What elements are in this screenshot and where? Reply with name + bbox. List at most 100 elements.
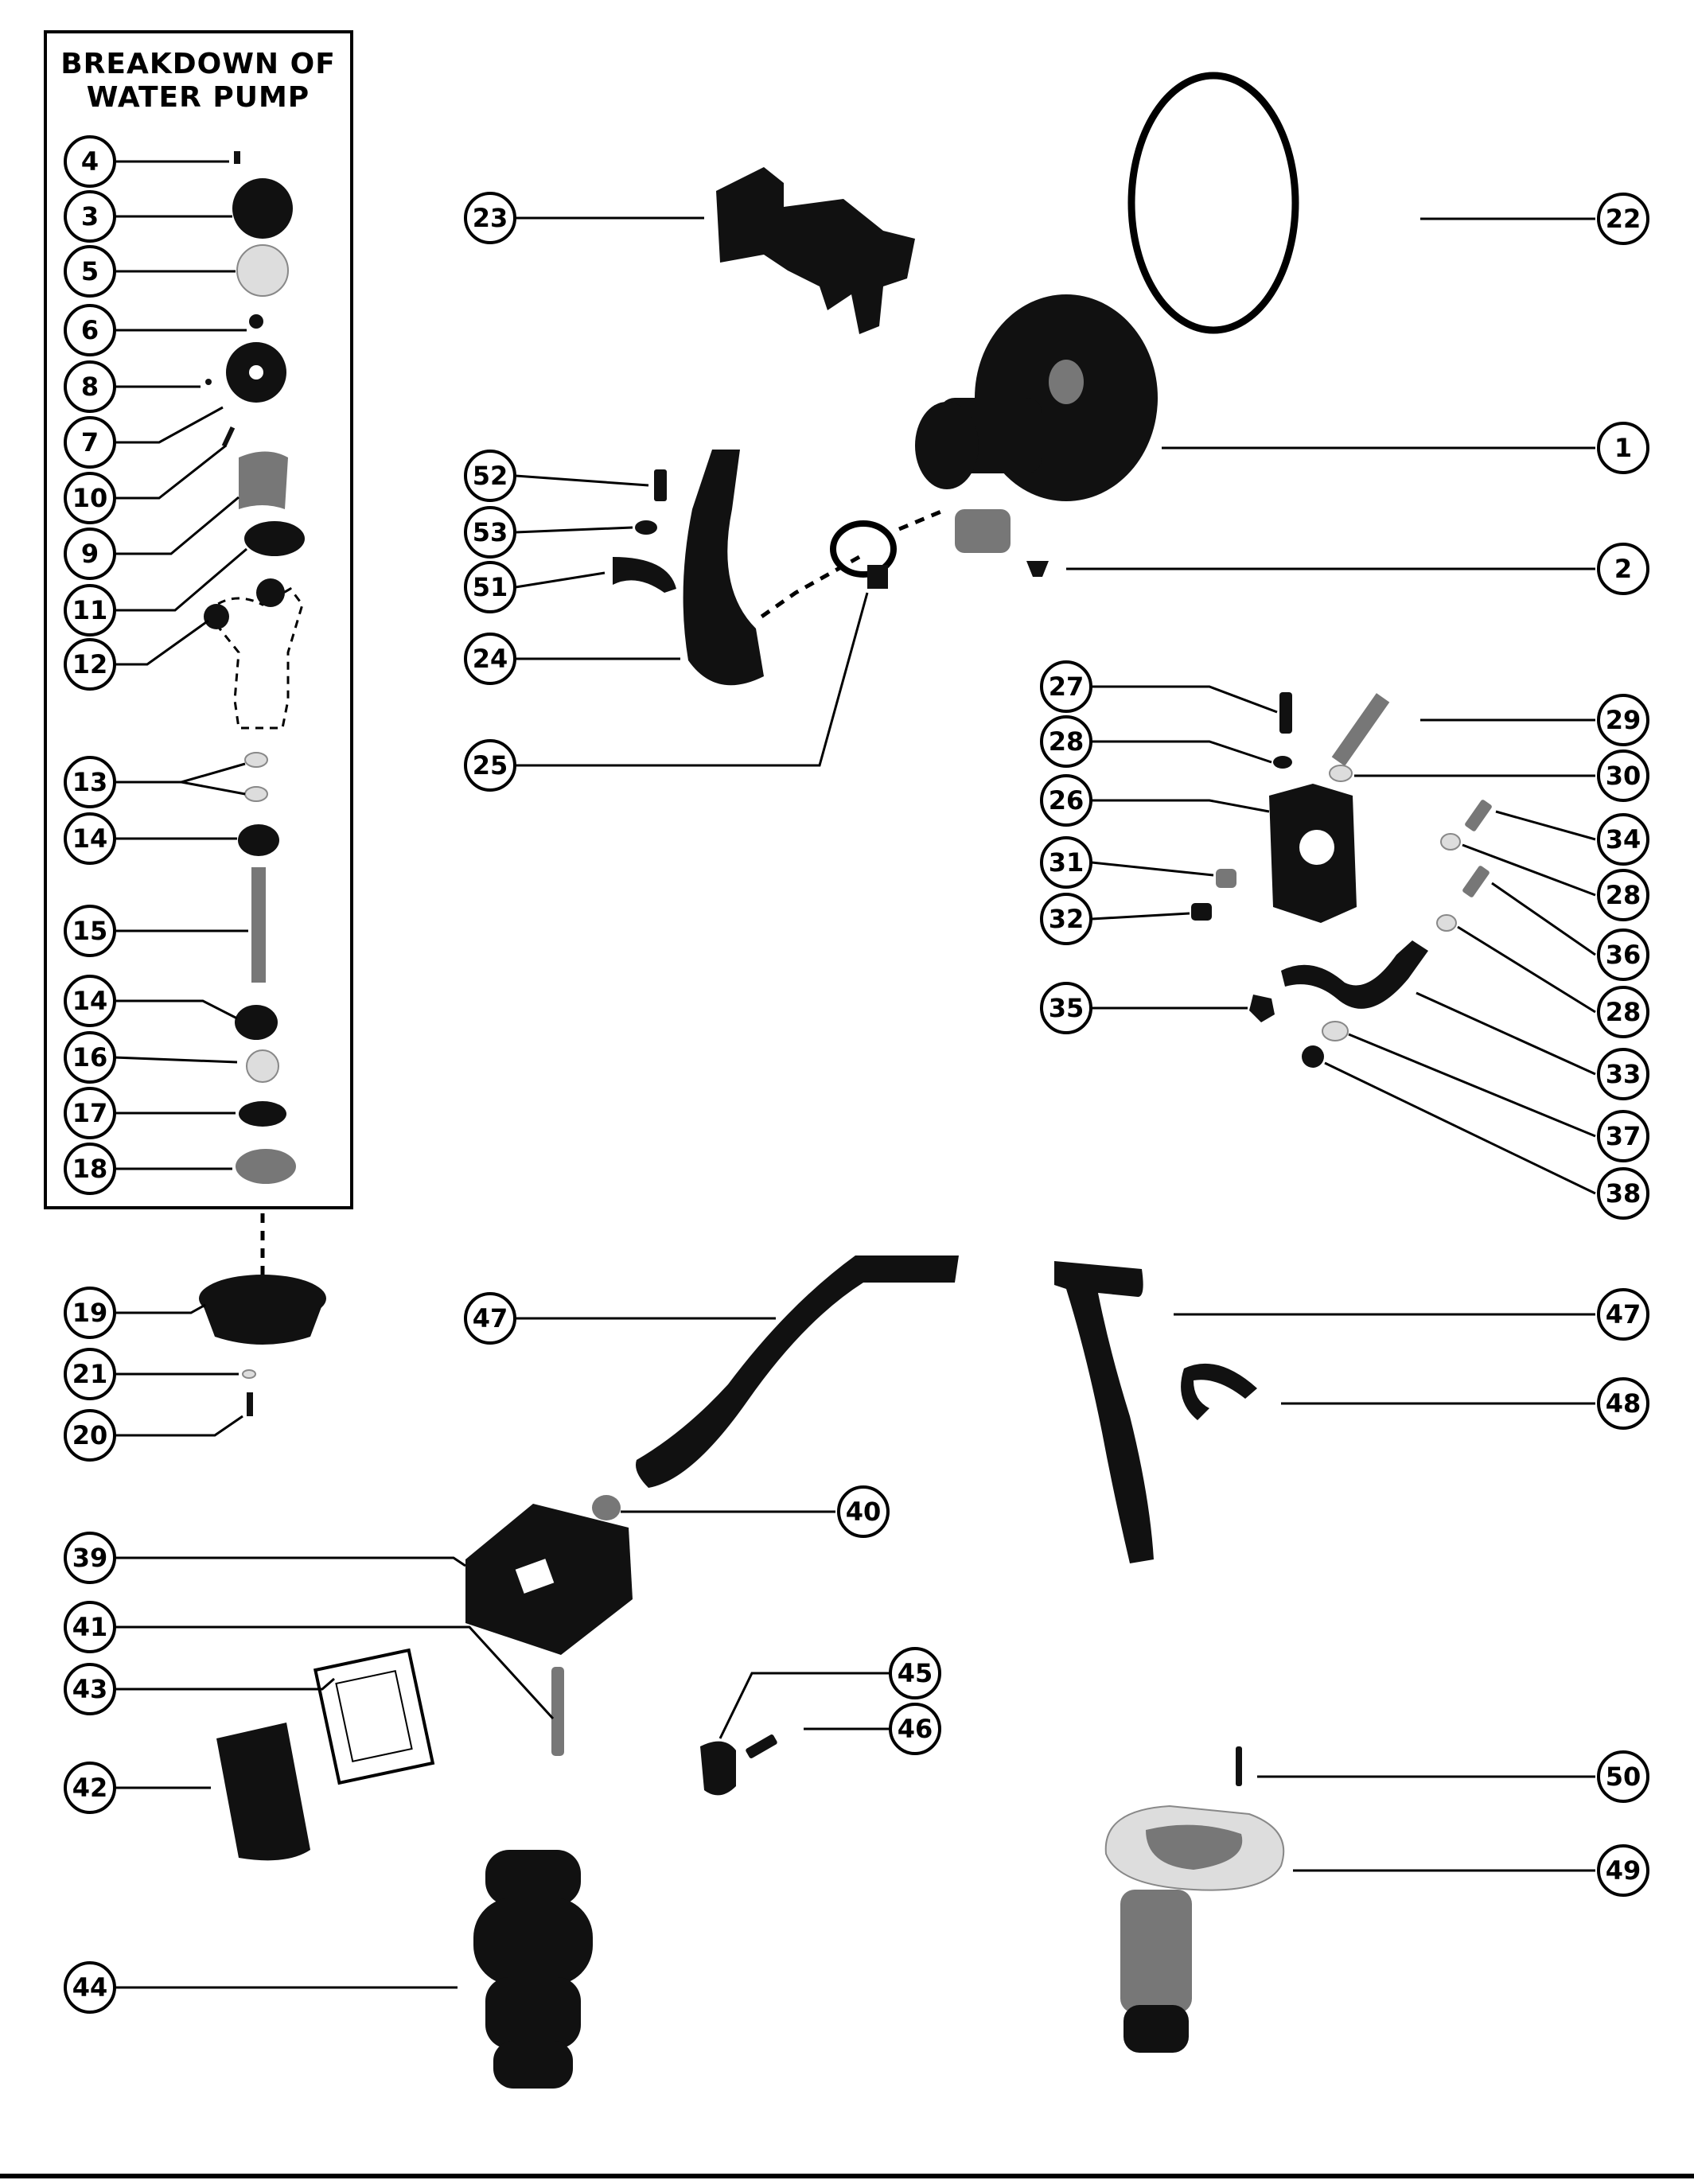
callout-33: 33: [1597, 1048, 1649, 1100]
callout-circle: [64, 1348, 116, 1400]
callout-label: 6: [81, 315, 99, 345]
leader-9: [114, 496, 239, 555]
callout-label: 44: [72, 1972, 108, 2003]
part-13-washer-lower: [244, 786, 268, 802]
part-18-plate: [236, 1149, 296, 1184]
part-46-screw: [746, 1734, 777, 1758]
leader-28b: [1462, 843, 1596, 897]
callout-circle: [64, 1532, 116, 1584]
callout-38: 38: [1597, 1167, 1649, 1220]
callout-label: 39: [72, 1543, 108, 1573]
part-11-plate: [244, 521, 305, 556]
callout-circle: [1040, 982, 1092, 1034]
leader-14b: [114, 999, 238, 1020]
callout-circle: [1040, 660, 1092, 713]
leader-37: [1348, 1033, 1596, 1138]
callout-24: 24: [464, 633, 516, 685]
callout-label: 22: [1606, 204, 1641, 234]
part-8-impeller: [226, 342, 286, 403]
callout-18: 18: [64, 1143, 116, 1195]
callout-16: 16: [64, 1031, 116, 1084]
part-50-screw: [1236, 1746, 1242, 1786]
callout-circle: [1597, 1750, 1649, 1803]
callout-label: 43: [72, 1674, 108, 1704]
part-27-screw: [1279, 692, 1292, 734]
part-43-gasket: [313, 1648, 435, 1785]
callout-label: 25: [473, 750, 508, 781]
callout-circle: [64, 304, 116, 356]
callout-1: 1: [1597, 422, 1649, 474]
callout-9: 9: [64, 528, 116, 580]
callout-25: 25: [464, 739, 516, 792]
callout-49: 49: [1597, 1844, 1649, 1897]
leader-27: [1092, 685, 1278, 714]
callout-circle: [1597, 813, 1649, 866]
part-3-cover: [232, 178, 293, 239]
callout-circle: [64, 190, 116, 243]
part-28-washer-c: [1436, 914, 1457, 932]
part-26-hole: [1299, 830, 1334, 865]
part-19-pump-base: [199, 1275, 326, 1345]
callout-30: 30: [1597, 749, 1649, 802]
callout-label: 23: [473, 203, 508, 233]
part-31-fitting: [1216, 869, 1236, 888]
callout-circle: [1597, 1110, 1649, 1162]
callout-circle: [837, 1485, 890, 1538]
part-1-water-pump: [915, 294, 1158, 553]
callout-circle: [64, 1762, 116, 1814]
callout-circle: [464, 506, 516, 559]
callout-circle: [1597, 869, 1649, 921]
leader-45: [718, 1672, 890, 1739]
part-41-pin: [551, 1667, 564, 1756]
part-23-bracket: [716, 167, 915, 334]
callout-circle: [464, 633, 516, 685]
callout-circle: [64, 975, 116, 1027]
part-44-bellows: [473, 1850, 593, 2089]
part-14-bearing-lower: [235, 1005, 278, 1040]
leader-38: [1324, 1061, 1596, 1195]
part-10-screw: [221, 426, 236, 448]
part-38-nut: [1302, 1045, 1324, 1068]
callout-circle: [889, 1703, 941, 1755]
callout-42: 42: [64, 1762, 116, 1814]
callout-circle: [64, 1663, 116, 1715]
callout-circle: [464, 561, 516, 613]
callout-label: 35: [1049, 993, 1085, 1023]
leader-26: [1092, 799, 1270, 813]
callout-label: 48: [1606, 1388, 1641, 1419]
callout-37: 37: [1597, 1110, 1649, 1162]
part-16-gasket: [246, 1049, 279, 1083]
callout-label: 28: [1606, 997, 1641, 1027]
callout-circle: [1597, 1377, 1649, 1430]
leader-52: [515, 474, 649, 487]
leader-41: [115, 1625, 555, 1720]
callout-41: 41: [64, 1601, 116, 1653]
leader-39: [115, 1556, 466, 1567]
part-45-cap: [700, 1741, 736, 1796]
callout-19: 19: [64, 1287, 116, 1339]
part-30-washer: [1329, 765, 1353, 782]
leader-19: [114, 1303, 206, 1314]
callout-22: 22: [1597, 193, 1649, 245]
callout-circle: [64, 472, 116, 524]
callout-circle: [1597, 928, 1649, 981]
callout-circle: [64, 135, 116, 188]
part-35-nut: [1249, 995, 1275, 1022]
leader-28c: [1457, 925, 1596, 1014]
leader-31: [1091, 861, 1214, 877]
callout-circle: [1597, 1048, 1649, 1100]
callout-11: 11: [64, 584, 116, 637]
callout-47: 47: [1597, 1288, 1649, 1341]
callout-52: 52: [464, 450, 516, 502]
callout-label: 12: [72, 649, 108, 679]
callout-label: 53: [473, 517, 508, 547]
leader-7: [114, 406, 224, 444]
callout-27: 27: [1040, 660, 1092, 713]
callout-label: 41: [72, 1612, 108, 1642]
part-13-washer-upper: [244, 752, 268, 768]
callout-46: 46: [889, 1703, 941, 1755]
callout-28: 28: [1040, 715, 1092, 768]
callout-label: 13: [72, 767, 108, 797]
callout-circle: [1040, 893, 1092, 945]
leader-12: [114, 619, 209, 666]
